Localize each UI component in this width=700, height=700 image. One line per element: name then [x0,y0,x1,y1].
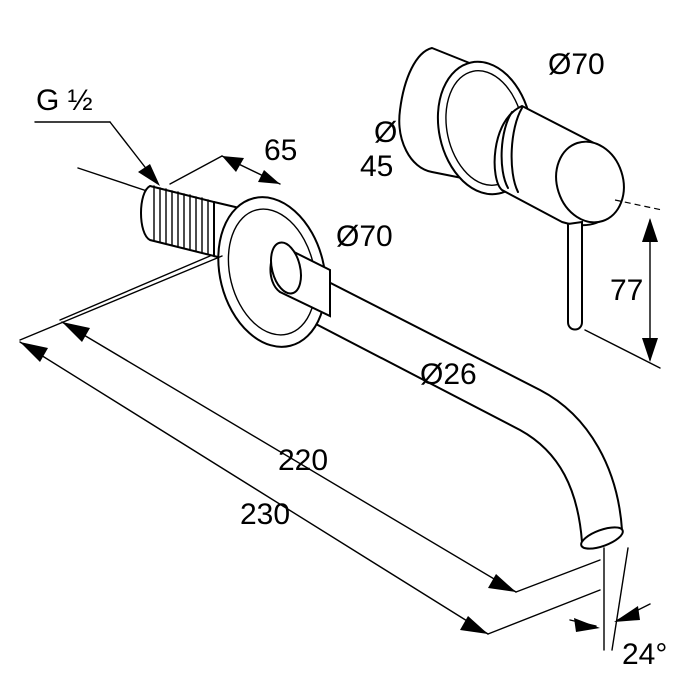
spout-assembly [77,167,624,550]
outer-projection-label: 230 [240,498,290,531]
mixer-rosette-diameter-label: Ø70 [548,48,605,81]
spout-diameter-label: Ø26 [420,358,477,391]
spout-outlet [580,526,624,550]
spout-rosette-diameter-label: Ø70 [336,220,393,253]
mixer-body-diameter-symbol: Ø [374,116,397,149]
thread-label: G ½ [36,84,93,117]
inner-projection-label: 220 [278,444,328,477]
thread-length-dimension [169,155,281,185]
height-label: 77 [610,274,643,307]
mixer-handle-ring-2 [510,107,523,193]
mixer-back-body [398,47,473,181]
angle-label: 24° [622,638,667,671]
height-dimension [584,199,663,369]
mixer-body-diameter-value: 45 [360,150,393,183]
projection-dimensions [19,255,601,635]
mixer-handle-ring [500,111,513,189]
mixer-assembly [398,47,625,331]
mixer-handle-face [555,140,625,224]
thread-leader [34,121,160,186]
mixer-lever [567,220,583,331]
thread-length-label: 65 [264,134,297,167]
angle-dimension [569,547,651,651]
thread-lines [153,185,209,255]
